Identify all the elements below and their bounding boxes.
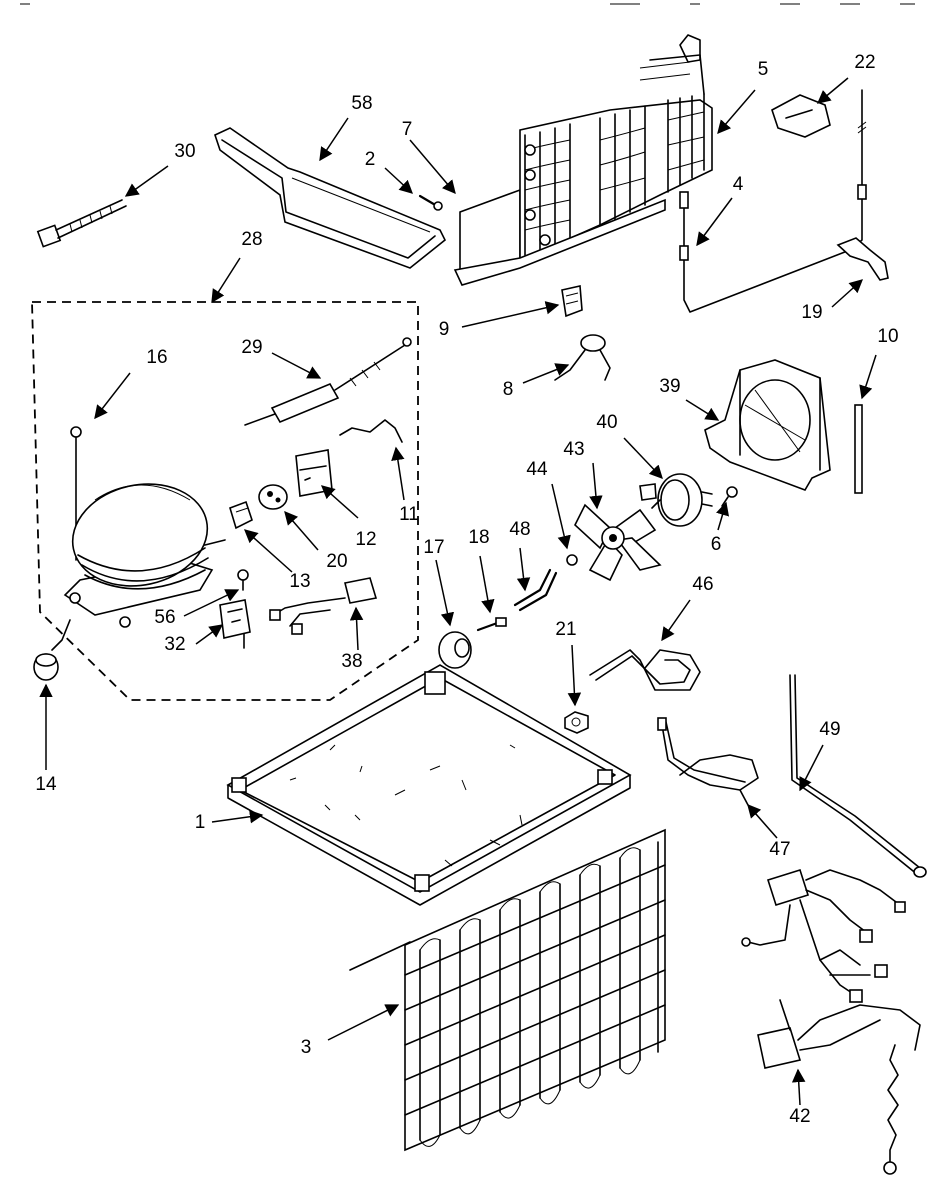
label-17: 17 [423, 537, 444, 558]
label-39: 39 [659, 376, 680, 397]
part-13-overload [229, 500, 253, 530]
part-28-kit-outline [31, 301, 419, 701]
part-56-screw [237, 569, 249, 591]
part-30-sensor-plug [36, 199, 127, 248]
label-58: 58 [351, 93, 372, 114]
part-22-clip [771, 94, 831, 138]
label-28: 28 [241, 229, 262, 250]
label-4: 4 [733, 174, 744, 195]
part-14-grommet [33, 619, 71, 681]
label-29: 29 [241, 337, 262, 358]
part-19-bracket [836, 237, 889, 281]
label-21: 21 [555, 619, 576, 640]
label-38: 38 [341, 651, 362, 672]
part-17-roller [438, 631, 472, 669]
label-3: 3 [301, 1037, 312, 1058]
part-6-screw [721, 486, 738, 507]
part-32-terminal-block [219, 599, 251, 649]
leader-arrows [39, 77, 877, 1106]
label-40: 40 [596, 412, 617, 433]
label-49: 49 [819, 719, 840, 740]
compressor [63, 483, 226, 628]
label-11: 11 [399, 504, 419, 525]
part-3-condenser-coil [349, 828, 666, 1152]
part-58-drain-pan [214, 127, 447, 269]
part-48-tube [513, 568, 558, 612]
part-29-drier [244, 337, 412, 426]
label-46: 46 [692, 574, 713, 595]
label-2: 2 [365, 149, 376, 170]
part-44-retainer [566, 554, 578, 566]
label-44: 44 [526, 459, 548, 480]
label-32: 32 [164, 634, 185, 655]
part-21-nut [564, 711, 589, 734]
part-47-tube [657, 717, 759, 806]
label-19: 19 [801, 302, 822, 323]
label-1: 1 [195, 812, 206, 833]
label-14: 14 [35, 774, 57, 795]
part-18-axle [476, 617, 507, 632]
part-8-grommet [554, 334, 611, 381]
part-40-fan-motor [639, 473, 713, 527]
label-48: 48 [509, 519, 530, 540]
part-labels: 58 7 2 5 22 30 28 4 9 19 16 29 8 39 10 4… [35, 52, 898, 1127]
part-2-screw [418, 194, 443, 211]
part-9-clip [561, 285, 583, 318]
label-47: 47 [769, 839, 790, 860]
label-12: 12 [355, 529, 376, 550]
part-11-wire [339, 419, 403, 443]
part-1-base-frame [226, 664, 632, 906]
label-7: 7 [402, 119, 413, 140]
label-16: 16 [146, 347, 167, 368]
part-20-relay [258, 484, 288, 510]
label-20: 20 [326, 551, 347, 572]
part-39-fan-shroud [704, 359, 831, 491]
label-56: 56 [154, 607, 175, 628]
part-42-wire-harness [741, 868, 921, 1175]
part-10-strip [854, 404, 863, 494]
part-38-wire-plug [269, 577, 378, 635]
label-43: 43 [563, 439, 584, 460]
label-10: 10 [877, 326, 898, 347]
label-30: 30 [174, 141, 195, 162]
label-13: 13 [289, 571, 310, 592]
label-8: 8 [503, 379, 514, 400]
label-22: 22 [854, 52, 875, 73]
part-4-wire [679, 89, 867, 313]
part-5-7-heater-assembly [453, 34, 713, 286]
label-18: 18 [468, 527, 489, 548]
label-9: 9 [439, 319, 450, 340]
part-43-fan-blade [574, 503, 662, 582]
label-6: 6 [711, 534, 722, 555]
part-46-tube [589, 649, 701, 691]
label-5: 5 [758, 59, 769, 80]
label-42: 42 [789, 1106, 810, 1127]
part-49-tube [789, 674, 927, 878]
